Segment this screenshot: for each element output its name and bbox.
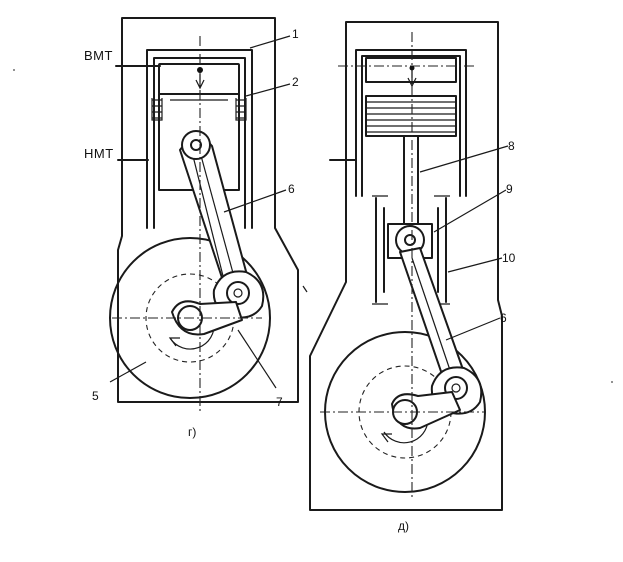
callout-6-left: 6	[288, 182, 295, 196]
cylinder-liner-right	[355, 49, 467, 197]
leader-1	[249, 35, 291, 49]
pin-marker-right	[409, 65, 415, 71]
stray-mark-2	[302, 285, 308, 293]
leader-6-right	[445, 317, 501, 341]
pin-marker-left	[197, 67, 203, 73]
callout-7: 7	[276, 395, 283, 409]
caption-left: г)	[188, 425, 196, 439]
bdc-label: НМТ	[84, 146, 114, 161]
stray-mark-3	[611, 381, 613, 383]
leader-2	[245, 83, 291, 97]
motion-arrow-left	[195, 74, 205, 90]
leader-5	[109, 361, 147, 383]
stray-mark-1	[13, 69, 15, 71]
callout-10: 10	[502, 251, 516, 265]
housing-outline-right	[309, 21, 503, 511]
callout-6-right: 6	[500, 311, 507, 325]
leader-10	[447, 257, 503, 273]
leader-8	[419, 145, 509, 173]
callout-1: 1	[292, 27, 299, 41]
leader-9	[433, 189, 507, 233]
leader-7	[237, 329, 277, 389]
piston-right	[365, 57, 457, 137]
leader-6-left	[223, 189, 287, 213]
callout-9: 9	[506, 182, 513, 196]
piston-rod	[403, 135, 419, 229]
callout-5: 5	[92, 389, 99, 403]
callout-8: 8	[508, 139, 515, 153]
caption-right: д)	[398, 519, 409, 533]
callout-2: 2	[292, 75, 299, 89]
diagram-crosshead: 8 9 10 6 д)	[309, 21, 516, 533]
connecting-rod-left	[179, 130, 265, 319]
diagram-trunk-piston: ВМТ НМТ 1 2 6 5 7 г)	[84, 17, 299, 439]
motion-arrow-right	[407, 70, 417, 88]
tdc-label: ВМТ	[84, 48, 113, 63]
crosshead-guides	[372, 195, 450, 305]
